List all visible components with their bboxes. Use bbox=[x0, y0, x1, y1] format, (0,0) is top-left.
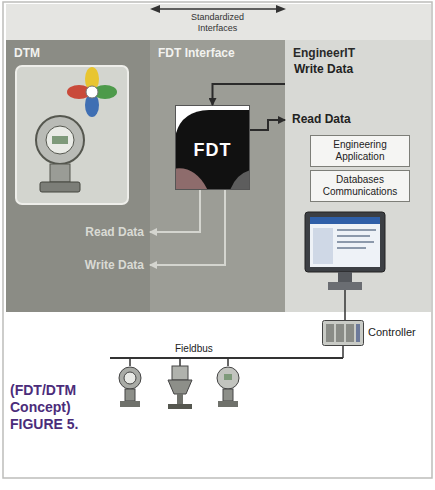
bus-label: Fieldbus bbox=[175, 343, 213, 355]
outer-frame bbox=[3, 2, 432, 478]
network-wires bbox=[110, 290, 345, 366]
top-band bbox=[3, 2, 432, 478]
data-flow-connector bbox=[250, 120, 285, 130]
box-text: Communications bbox=[315, 186, 405, 198]
fdt-interface-panel: FDT InterfaceFDT bbox=[150, 40, 285, 312]
data-flow-connector bbox=[213, 84, 286, 105]
data-flow-connector bbox=[150, 190, 225, 265]
fdt-logo-box: FDT bbox=[175, 105, 250, 190]
controller-graphic bbox=[322, 320, 364, 346]
panel-heading: FDT Interface bbox=[158, 46, 277, 60]
flow-label: Write Data bbox=[85, 258, 144, 273]
figure-caption: (FDT/DTM Concept) FIGURE 5. bbox=[10, 382, 90, 433]
fieldbus-devices bbox=[119, 366, 239, 409]
panel-heading: EngineerIT bbox=[293, 46, 423, 60]
data-flow-connector bbox=[150, 190, 200, 232]
computer-monitor bbox=[305, 212, 385, 290]
controller-label: Controller bbox=[368, 326, 416, 338]
field-device-illustration bbox=[16, 66, 128, 204]
band-ground bbox=[6, 4, 431, 40]
panel-heading: DTM bbox=[14, 46, 142, 60]
data-box: DatabasesCommunications bbox=[310, 170, 410, 202]
flow-label: Read Data bbox=[85, 225, 144, 240]
interface-label: Standardized Interfaces bbox=[180, 12, 255, 34]
box-text: Engineering Application bbox=[315, 139, 405, 163]
flow-label: Write Data bbox=[294, 62, 353, 77]
flow-label: Read Data bbox=[292, 112, 351, 127]
application-box: Engineering Application bbox=[310, 135, 410, 167]
logo-text: FDT bbox=[176, 140, 249, 161]
box-text: Databases bbox=[315, 174, 405, 186]
controller-box: Controller bbox=[322, 320, 364, 346]
interface-double-arrow bbox=[150, 5, 286, 13]
